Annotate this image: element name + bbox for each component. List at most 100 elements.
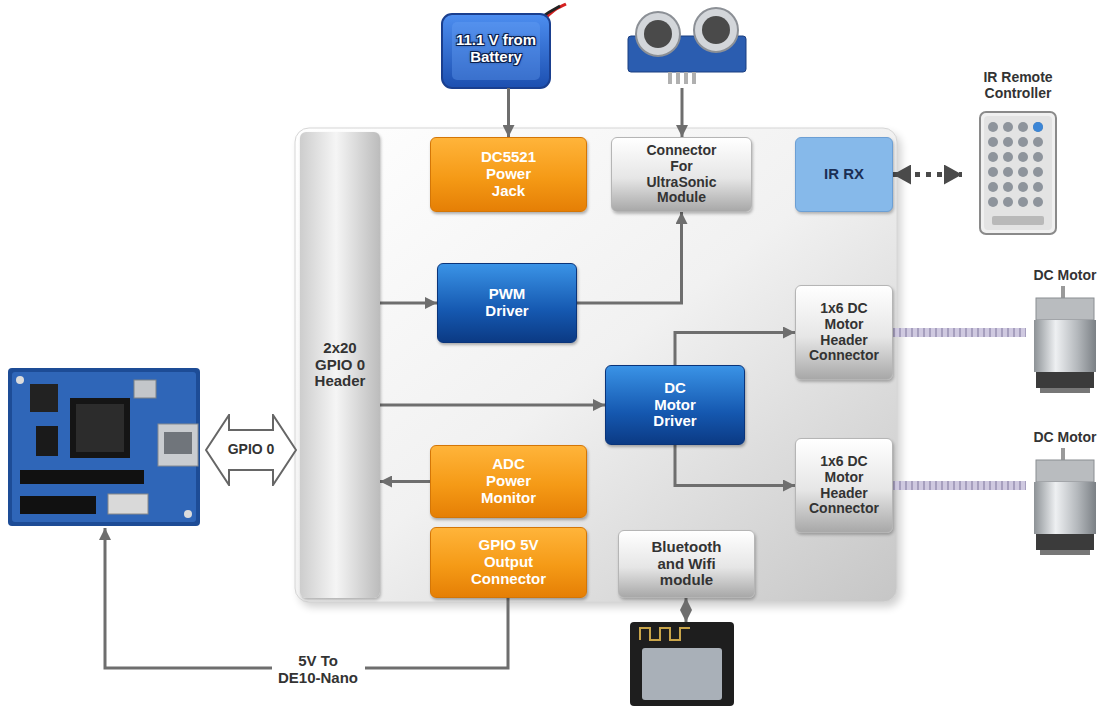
- de10-nano-board: [8, 368, 200, 526]
- dc-motor: DC Motor: [1026, 428, 1104, 558]
- ribbon-cable: [893, 328, 1026, 337]
- gpio-double-arrow: GPIO 0: [205, 414, 297, 486]
- connector-arrow: [380, 481, 430, 482]
- ir-remote: [1033, 122, 1043, 132]
- node-text: PWM Driver: [485, 286, 528, 320]
- double-arrow-outline: [206, 415, 296, 485]
- dc-motor-picture: [1036, 372, 1094, 388]
- ultrasonic-module: [684, 72, 688, 84]
- ir-remote: [980, 112, 1056, 234]
- main-board-panel: [295, 128, 897, 602]
- node-text: DC Motor Driver: [653, 380, 696, 430]
- driver-block: DC Motor Driver: [605, 365, 745, 445]
- battery-pack: [442, 4, 566, 88]
- connector-block: 1x6 DC Motor Header Connector: [795, 285, 893, 380]
- wire-label: 5V To DE10-Nano: [272, 653, 365, 687]
- de10-nano-board: [16, 376, 24, 384]
- receiver-block: IR RX: [795, 137, 893, 212]
- wireless-block: Bluetooth and Wifi module: [618, 530, 755, 598]
- esp32-module: [630, 622, 734, 706]
- driver-block: PWM Driver: [437, 263, 577, 343]
- ultrasonic-module: [668, 72, 672, 84]
- gpio-header-bar: 2x20 GPIO 0 Header: [300, 132, 380, 598]
- node-text: GPIO 5V Output Connector: [471, 537, 546, 587]
- de10-nano-board: [70, 398, 130, 458]
- ultrasonic-module: [692, 72, 696, 84]
- node-text: 11.1 V from Battery: [451, 32, 541, 66]
- node-text: ADC Power Monitor: [481, 456, 536, 506]
- battery-pack: 11.1 V from Battery: [440, 10, 552, 88]
- node-text: 1x6 DC Motor Header Connector: [809, 454, 879, 517]
- de10-nano-board: [20, 496, 96, 514]
- de10-nano-board: [76, 404, 124, 452]
- node-text: DC Motor: [1034, 430, 1097, 446]
- de10-nano-board: [184, 510, 192, 518]
- output-connector-block: GPIO 5V Output Connector: [430, 527, 587, 598]
- ribbon-cable: [893, 481, 1026, 490]
- node-text: GPIO 0: [228, 442, 275, 458]
- connector-arrow: [507, 88, 510, 137]
- dc-motor-picture: [1034, 482, 1096, 534]
- de10-nano-board: [12, 372, 196, 522]
- ultrasonic-module: [694, 8, 738, 52]
- connector-arrow: [577, 212, 682, 303]
- dc-motor-picture: [1036, 534, 1094, 550]
- ultrasonic-module: [702, 16, 730, 44]
- de10-nano-board: [158, 424, 198, 466]
- connector-arrow: [675, 333, 795, 366]
- dc-motor-picture: [1036, 460, 1094, 482]
- main-board-panel: [295, 128, 901, 607]
- node-text: IR RX: [824, 166, 864, 183]
- node-text: DC5521 Power Jack: [481, 149, 536, 199]
- node-text: Bluetooth and Wifi module: [647, 539, 727, 589]
- dc-motor-picture: [1040, 550, 1090, 555]
- node-text: 1x6 DC Motor Header Connector: [809, 301, 879, 364]
- ribbon-cable: [893, 485, 1026, 486]
- node-text: DC Motor: [1034, 268, 1097, 284]
- dc-motor-picture: [1034, 286, 1096, 393]
- de10-nano-board: [108, 494, 148, 514]
- esp32-module: [642, 648, 722, 700]
- bluetooth-arrow: [685, 598, 688, 622]
- esp32-module: [640, 628, 690, 640]
- de10-nano-board: [20, 470, 144, 484]
- node-text: Connector For UltraSonic Module: [646, 143, 716, 206]
- power-block: DC5521 Power Jack: [430, 137, 587, 212]
- ultrasonic-module: [644, 20, 672, 48]
- ultrasonic-module: [628, 8, 746, 84]
- monitor-block: ADC Power Monitor: [430, 445, 587, 518]
- connector-arrow: [675, 333, 795, 366]
- battery-pack: [452, 22, 540, 80]
- dc-motor-picture: [1040, 388, 1090, 393]
- connector-arrow: [675, 445, 795, 486]
- connector-arrow: [675, 445, 795, 486]
- dc-motor-picture: [1034, 448, 1096, 555]
- node-text: IR Remote Controller: [968, 70, 1068, 101]
- de10-nano-board: [164, 432, 192, 454]
- ir-remote: [986, 120, 1046, 210]
- ribbon-cable: [893, 481, 1026, 490]
- battery-pack: [442, 14, 550, 88]
- ribbon-cable: [893, 328, 1026, 337]
- ultrasonic-arrow: [681, 88, 684, 137]
- connector-arrow: [380, 404, 605, 407]
- dc-motor: DC Motor: [1026, 266, 1104, 394]
- ribbon-cable: [893, 332, 1026, 333]
- connector-arrow: [508, 88, 509, 137]
- wireless-link: [893, 174, 962, 175]
- de10-nano-board: [134, 380, 156, 398]
- node-text: 2x20 GPIO 0 Header: [311, 340, 369, 390]
- de10-nano-board: [8, 368, 200, 526]
- remote-controller: IR Remote Controller: [962, 68, 1074, 238]
- ir-remote: [980, 112, 1056, 234]
- connector-arrow: [380, 405, 605, 406]
- wireless-link: [893, 172, 962, 177]
- esp32-module: [630, 622, 734, 706]
- connector-block: 1x6 DC Motor Header Connector: [795, 438, 893, 533]
- connector-block: Connector For UltraSonic Module: [611, 137, 752, 212]
- ultrasonic-module: [636, 12, 680, 56]
- ir-remote: [984, 116, 1052, 230]
